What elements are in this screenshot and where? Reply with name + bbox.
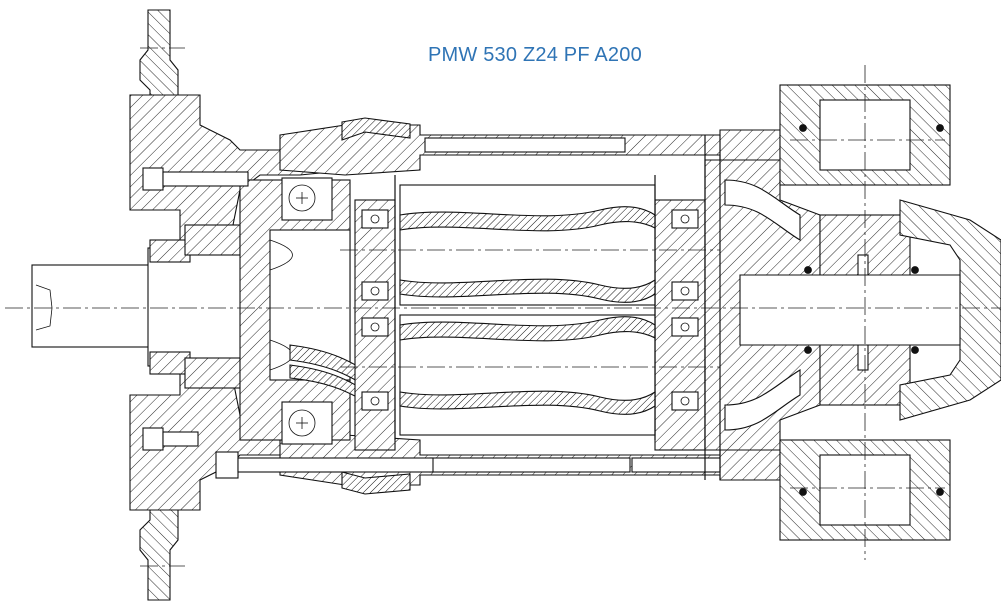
bearing-rt1 <box>671 209 699 229</box>
o-ring-1 <box>799 124 807 132</box>
o-ring-4 <box>936 488 944 496</box>
o-ring-5 <box>804 266 812 274</box>
o-ring-2 <box>936 124 944 132</box>
input-shaft <box>31 224 249 389</box>
bearing-rb1 <box>671 317 699 337</box>
o-ring-3 <box>799 488 807 496</box>
inlet-channel-lower <box>724 369 801 431</box>
bearing-lb2 <box>361 391 389 411</box>
gear-rotor-pair <box>354 184 706 451</box>
shaft-keyway <box>35 284 53 331</box>
shaft-collar-top <box>149 239 191 263</box>
bolt-top-shank <box>162 171 249 187</box>
o-ring-8 <box>911 346 919 354</box>
bolt-top-head <box>142 167 164 191</box>
outlet-port <box>739 274 961 346</box>
o-ring-7 <box>911 266 919 274</box>
o-ring-6 <box>804 346 812 354</box>
housing-bolts <box>142 167 721 479</box>
bearing-lt1 <box>361 209 389 229</box>
bearing-lt2 <box>361 281 389 301</box>
model-title: PMW 530 Z24 PF A200 <box>428 44 642 66</box>
bearing-rt2 <box>671 281 699 301</box>
rotor-bearings <box>361 209 699 411</box>
outlet-flange <box>899 199 1001 421</box>
bearing-rb2 <box>671 391 699 411</box>
centerlines <box>5 65 1001 560</box>
shaft-collar-bottom <box>149 351 191 375</box>
bolt-bottom-shank <box>237 457 434 473</box>
shaft-end <box>31 264 163 348</box>
outline-accents <box>394 135 721 480</box>
bearing-lb1 <box>361 317 389 337</box>
bolt-mid-head <box>142 427 164 451</box>
bolt-mid-shank <box>162 431 199 447</box>
seal-ring-bottom <box>341 471 411 495</box>
ball-bottom <box>288 409 316 437</box>
housing-window-bottom <box>429 457 631 473</box>
motor-bearing-block <box>239 177 381 445</box>
ball-top <box>288 184 316 212</box>
bolt-right-shank <box>631 457 721 473</box>
housing-window-top <box>424 137 626 153</box>
seal-ring-top <box>341 117 411 141</box>
shaft-body <box>147 247 249 367</box>
shaft-seal-bottom <box>184 357 241 389</box>
inlet-channel-upper <box>724 179 801 241</box>
bolt-bottom-head <box>215 451 239 479</box>
shaft-seal-top <box>184 224 241 256</box>
ball-bearing-top <box>281 177 333 221</box>
